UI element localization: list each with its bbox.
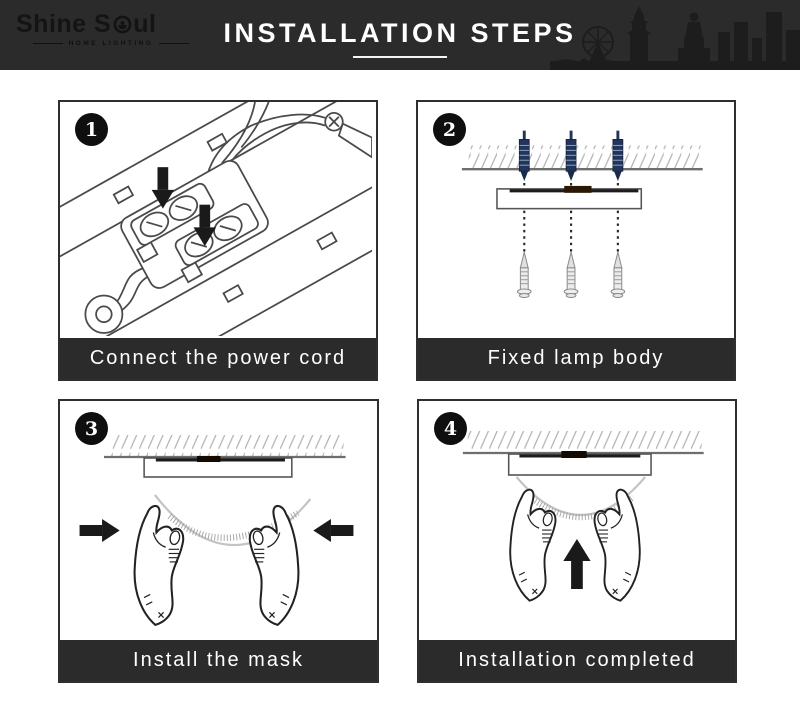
step-1-number: 1 bbox=[84, 118, 99, 141]
brand-name: Shine S ul bbox=[16, 12, 206, 37]
step-4-caption: Installation completed bbox=[419, 640, 735, 681]
lamp-base bbox=[507, 451, 652, 476]
ceiling-hatch bbox=[468, 145, 701, 170]
tagline-dash-right bbox=[159, 43, 190, 44]
install-mask-illustration bbox=[79, 435, 354, 627]
step-4-number-badge: 4 bbox=[434, 412, 467, 445]
city-skyline-graphic bbox=[550, 6, 800, 70]
lamp-mask-dome bbox=[154, 494, 312, 547]
mounting-screws bbox=[516, 251, 626, 298]
step-2-caption: Fixed lamp body bbox=[418, 338, 734, 379]
step-panel-3: 3 bbox=[58, 399, 379, 683]
wiring-terminal-illustration bbox=[60, 102, 372, 336]
left-hand bbox=[509, 488, 557, 602]
right-hand bbox=[593, 488, 641, 602]
step-4-number: 4 bbox=[443, 417, 458, 440]
step-4-caption-text: Installation completed bbox=[458, 649, 696, 671]
push-inward-arrows bbox=[79, 519, 354, 542]
step-1-caption: Connect the power cord bbox=[60, 338, 376, 379]
alignment-dotted-lines bbox=[523, 182, 619, 253]
step-3-caption-text: Install the mask bbox=[133, 649, 304, 671]
step-panel-4: 4 bbox=[417, 399, 737, 683]
step-2-number-badge: 2 bbox=[433, 113, 466, 146]
header-banner: Shine S ul HOME LIGHTING INSTALLATION ST… bbox=[0, 0, 800, 70]
step-3-number-badge: 3 bbox=[75, 412, 108, 445]
brand-name-part2: ul bbox=[133, 10, 157, 38]
lamp-base bbox=[143, 456, 293, 478]
brand-logo: Shine S ul HOME LIGHTING bbox=[16, 12, 206, 47]
step-2-number: 2 bbox=[442, 118, 457, 141]
step-3-caption: Install the mask bbox=[60, 640, 377, 681]
push-up-arrow bbox=[563, 539, 591, 589]
ceiling-hatch bbox=[110, 435, 344, 457]
brand-tagline-text: HOME LIGHTING bbox=[68, 40, 154, 47]
step-panel-2: 2 bbox=[416, 100, 736, 381]
lamp-o-icon bbox=[113, 15, 132, 34]
title-block: INSTALLATION STEPS bbox=[0, 0, 800, 70]
lamp-base bbox=[496, 185, 643, 210]
wall-anchors bbox=[518, 130, 624, 181]
title-underline bbox=[353, 56, 447, 58]
step-panel-1: 1 bbox=[58, 100, 378, 381]
ceiling-hatch bbox=[467, 431, 702, 453]
press-down-arrows bbox=[151, 167, 216, 247]
step-2-caption-text: Fixed lamp body bbox=[487, 347, 665, 369]
step-1-number-badge: 1 bbox=[75, 113, 108, 146]
brand-name-part1: Shine S bbox=[16, 10, 112, 38]
anchors-screws-illustration bbox=[461, 130, 703, 298]
step-3-number: 3 bbox=[84, 417, 99, 440]
right-hand bbox=[248, 504, 300, 627]
page-title: INSTALLATION STEPS bbox=[223, 18, 577, 48]
brand-tagline: HOME LIGHTING bbox=[16, 40, 206, 47]
left-hand bbox=[133, 504, 185, 627]
installation-completed-illustration bbox=[462, 431, 704, 602]
step-1-caption-text: Connect the power cord bbox=[89, 347, 347, 369]
tagline-dash-left bbox=[32, 43, 63, 44]
